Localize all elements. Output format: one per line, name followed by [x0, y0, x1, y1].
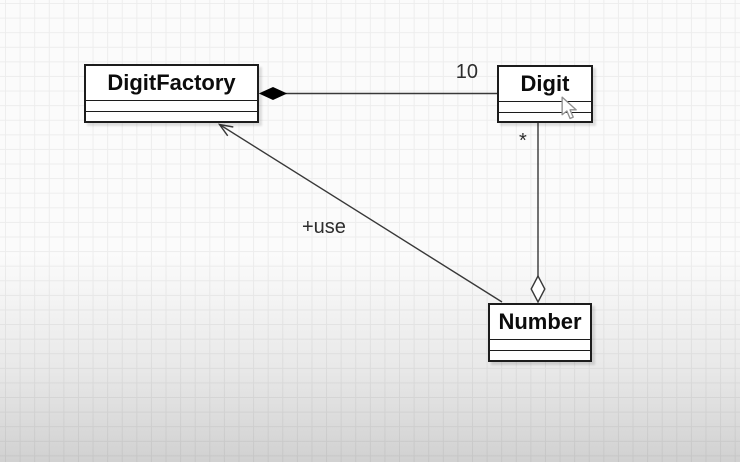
multiplicity-label-10[interactable]: 10	[455, 61, 478, 83]
attributes-compartment[interactable]	[86, 101, 257, 112]
class-title: Number	[490, 305, 590, 340]
class-number[interactable]: Number	[488, 303, 592, 362]
methods-compartment[interactable]	[86, 112, 257, 121]
aggregation-edge[interactable]	[530, 123, 546, 304]
class-digitfactory[interactable]: DigitFactory	[84, 64, 259, 123]
multiplicity-label-star[interactable]: *	[519, 130, 527, 152]
use-edge[interactable]	[217, 123, 503, 303]
open-arrowhead-icon	[217, 123, 234, 137]
aggregation-diamond-icon	[530, 274, 546, 304]
mouse-cursor-icon	[561, 96, 577, 120]
methods-compartment[interactable]	[490, 351, 590, 360]
attributes-compartment[interactable]	[499, 102, 591, 113]
composition-edge[interactable]	[258, 86, 497, 101]
class-title: Digit	[499, 67, 591, 102]
class-digit[interactable]: Digit	[497, 65, 593, 123]
use-label[interactable]: +use	[302, 216, 346, 238]
class-title: DigitFactory	[86, 66, 257, 101]
attributes-compartment[interactable]	[490, 340, 590, 351]
composition-diamond-icon	[258, 86, 288, 101]
